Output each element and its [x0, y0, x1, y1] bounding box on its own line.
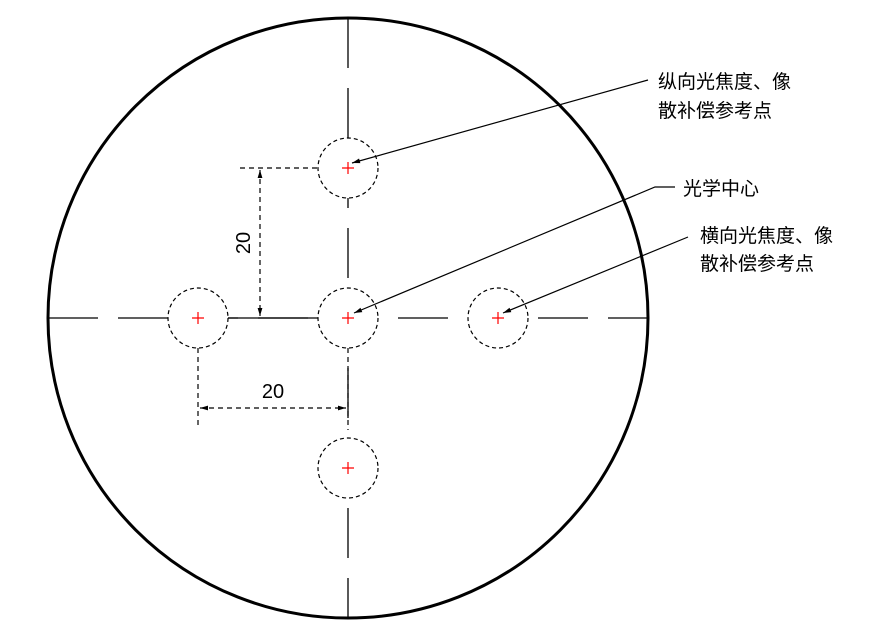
- longitudinal-label-line1: 纵向光焦度、像: [658, 71, 791, 93]
- vertical-dimension-value: 20: [233, 232, 255, 254]
- leader-lines: [351, 79, 689, 314]
- horizontal-dimension-value: 20: [262, 381, 284, 403]
- longitudinal-label-line2: 散补偿参考点: [658, 100, 772, 122]
- horizontal-dimension: [197, 348, 349, 430]
- vertical-dimension: [228, 167, 320, 319]
- reference-points: [167, 137, 529, 499]
- lateral-label-line2: 散补偿参考点: [700, 253, 814, 275]
- lateral-label-line1: 横向光焦度、像: [700, 225, 833, 247]
- optical-center-label: 光学中心: [683, 178, 759, 200]
- red-crosshairs: [192, 162, 504, 474]
